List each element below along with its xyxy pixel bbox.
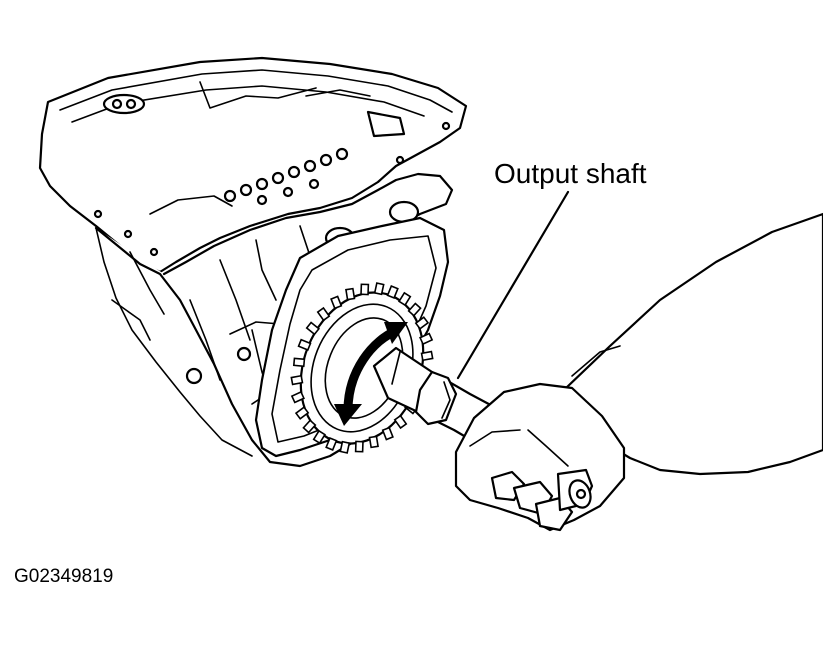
gear-tooth — [386, 285, 399, 299]
hand — [454, 212, 823, 532]
gear-tooth — [345, 287, 356, 301]
callout-leader — [456, 190, 570, 380]
gear-tooth — [316, 306, 331, 322]
gear-teeth — [290, 282, 434, 454]
gear-tooth — [397, 291, 412, 307]
gear-tooth — [290, 374, 304, 386]
gear-tooth — [354, 440, 364, 453]
gear-tooth — [297, 338, 312, 351]
gear-tooth — [419, 332, 434, 346]
gear-tooth — [368, 435, 379, 449]
figure-id: G02349819 — [14, 566, 114, 587]
output-shaft-label: Output shaft — [494, 158, 647, 189]
gear-tooth — [325, 437, 338, 451]
gear-tooth — [302, 419, 317, 434]
gear-tooth — [420, 350, 434, 362]
gear-tooth — [339, 440, 351, 454]
double-headed-curved-arrow-icon — [334, 322, 408, 426]
gear-tooth — [381, 426, 394, 441]
gear-tooth — [407, 302, 422, 317]
gear-tooth — [290, 390, 305, 404]
gear-tooth — [292, 357, 306, 368]
gear-tooth — [294, 406, 310, 420]
gear-tooth — [393, 414, 408, 430]
gear-tooth — [312, 429, 327, 445]
gear-tooth — [414, 316, 430, 330]
gear-tooth — [305, 321, 321, 336]
gear-tooth — [330, 295, 343, 310]
gear-tooth — [373, 282, 385, 296]
gear-tooth — [360, 283, 370, 296]
top-bolt-row — [223, 147, 349, 206]
